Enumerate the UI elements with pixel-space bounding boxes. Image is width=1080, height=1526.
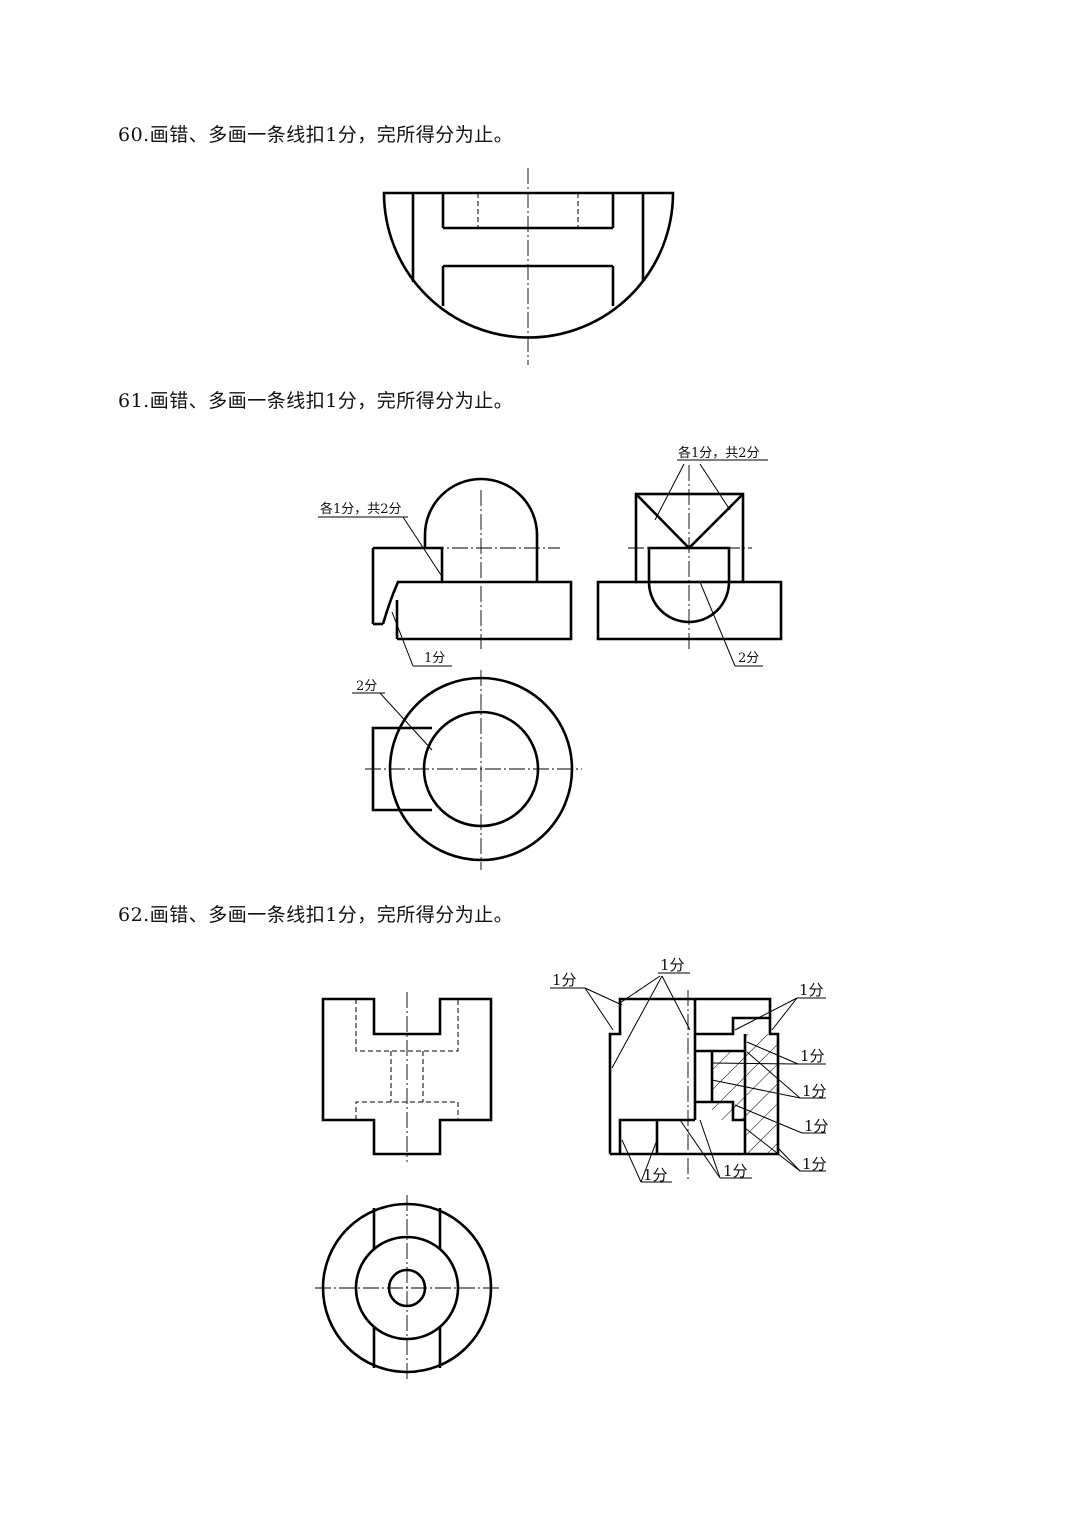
q62-front-view [321, 992, 493, 1162]
q61-front-view: 各1分，共2分 1分 [318, 477, 573, 667]
q61-top-view: 2分 [352, 670, 582, 870]
q62-bottom-label-1: 1分 [643, 1166, 668, 1184]
q61-front-note: 各1分，共2分 [320, 501, 402, 517]
q61-side-note: 各1分，共2分 [678, 445, 760, 461]
question-61-title: 61.画错、多画一条线扣1分，完所得分为止。 [118, 390, 514, 412]
q60-section-view [382, 168, 675, 365]
q62-center-top-label: 1分 [660, 956, 685, 974]
question-62-title: 62.画错、多画一条线扣1分，完所得分为止。 [118, 904, 514, 926]
q62-right-label-3: 1分 [804, 1117, 829, 1135]
q62-right-label-1: 1分 [800, 1047, 825, 1065]
q61-front-bottom-label: 1分 [424, 651, 445, 666]
question-60-title: 60.画错、多画一条线扣1分，完所得分为止。 [118, 124, 514, 146]
q61-side-view: 各1分，共2分 2分 [596, 445, 783, 667]
q62-right-label-2: 1分 [802, 1082, 827, 1100]
q62-left-top-label: 1分 [552, 971, 577, 989]
q62-right-label-4: 1分 [802, 1155, 827, 1173]
q62-right-top-label: 1分 [799, 981, 824, 999]
q61-side-bottom-label: 2分 [738, 651, 759, 666]
q61-top-note: 2分 [356, 679, 377, 694]
q62-section-view: 1分 1分 1分 1分 1分 1分 1分 1分 1分 [550, 956, 829, 1184]
q62-top-view [315, 1195, 500, 1382]
q62-bottom-label-2: 1分 [723, 1162, 748, 1180]
